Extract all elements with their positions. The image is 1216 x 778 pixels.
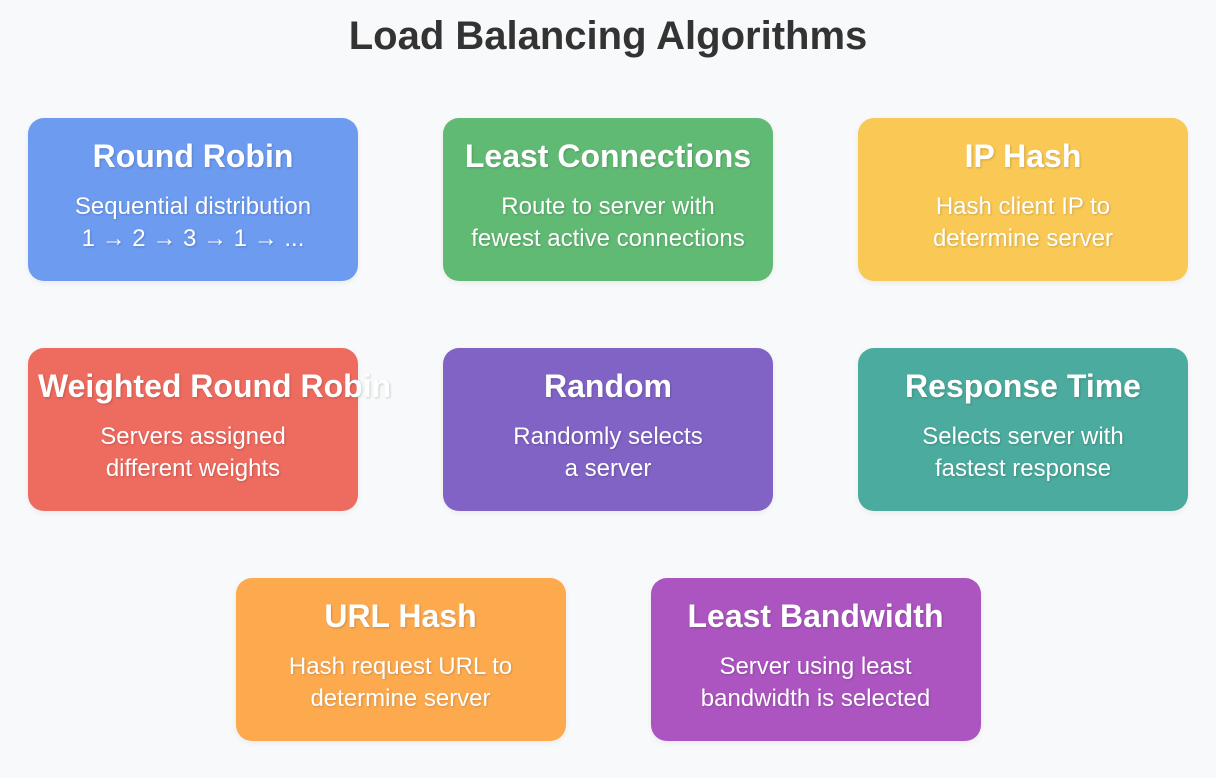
description-line: Sequential distribution (74, 192, 312, 220)
description-line: fewest active connections (471, 225, 745, 253)
card-description: Hash request URL to determine server (246, 651, 556, 716)
description-line: Selects server with (922, 422, 1124, 450)
description-line: 1 → 2 → 3 → 1 → ... (81, 225, 305, 253)
description-line: Servers assigned (100, 422, 286, 450)
card-title: Least Bandwidth (687, 598, 944, 634)
card-title: IP Hash (964, 138, 1082, 174)
card-description: Sequential distribution 1 → 2 → 3 → 1 → … (38, 191, 348, 256)
card-title: Weighted Round Robin (38, 368, 392, 404)
card-title: Least Connections (464, 138, 752, 174)
description-line: Route to server with (501, 192, 715, 220)
card-description: Selects server with fastest response (868, 421, 1178, 486)
card-title: URL Hash (324, 598, 477, 634)
description-line: Randomly selects (513, 422, 703, 450)
card-title: Random (544, 368, 672, 404)
card-description: Server using least bandwidth is selected (661, 651, 971, 716)
description-line: Hash request URL to (288, 652, 513, 680)
description-line: different weights (105, 455, 281, 483)
card-least-bandwidth: Least Bandwidth Server using least bandw… (650, 578, 981, 741)
card-description: Route to server with fewest active conne… (453, 191, 763, 256)
card-description: Hash client IP to determine server (868, 191, 1178, 256)
description-line: bandwidth is selected (700, 685, 931, 713)
card-url-hash: URL Hash Hash request URL to determine s… (235, 578, 566, 741)
card-least-connections: Least Connections Route to server with f… (443, 118, 773, 281)
card-response-time: Response Time Selects server with fastes… (858, 348, 1188, 511)
card-round-robin: Round Robin Sequential distribution 1 → … (28, 118, 358, 281)
card-description: Randomly selects a server (453, 421, 763, 486)
cards-grid: Round Robin Sequential distribution 1 → … (0, 118, 1216, 741)
description-line: determine server (310, 685, 491, 713)
page-title: Load Balancing Algorithms (348, 14, 868, 58)
card-title: Round Robin (92, 138, 294, 174)
card-title: Response Time (905, 368, 1141, 404)
card-random: Random Randomly selects a server (443, 348, 773, 511)
description-line: a server (564, 455, 652, 483)
card-description: Servers assigned different weights (38, 421, 348, 486)
description-line: Hash client IP to (935, 192, 1111, 220)
description-line: determine server (932, 225, 1114, 253)
description-line: fastest response (934, 455, 1112, 483)
card-weighted-round-robin: Weighted Round Robin Servers assigned di… (28, 348, 392, 511)
description-line: Server using least (719, 652, 912, 680)
card-ip-hash: IP Hash Hash client IP to determine serv… (858, 118, 1188, 281)
